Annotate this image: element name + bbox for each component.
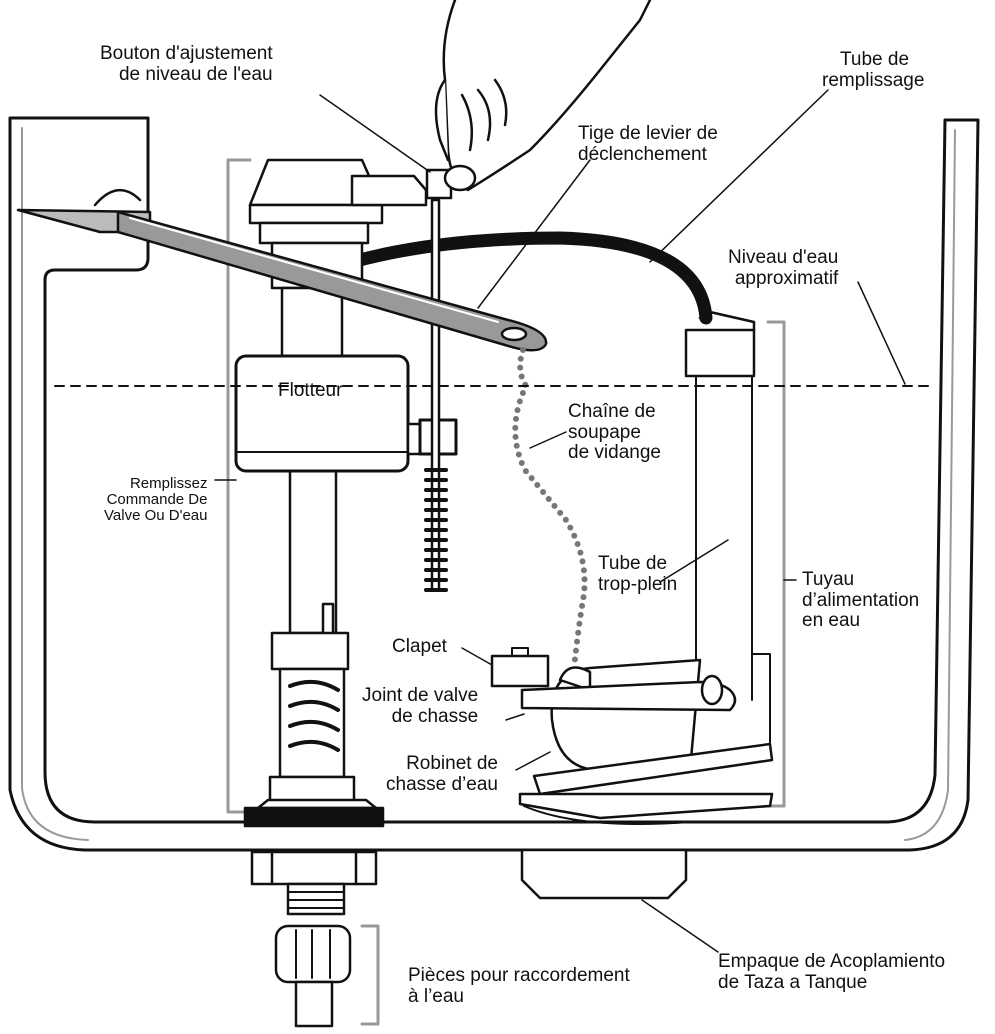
label-trip-lever-rod: Tige de levier de déclenchement <box>578 123 718 165</box>
hand-illustration <box>434 0 652 192</box>
label-flush-valve: Robinet de chasse d’eau <box>386 753 498 795</box>
label-water-supply-pipe: Tuyau d’alimentation en eau <box>802 569 920 632</box>
label-water-connection-parts: Pièces pour raccordement à l’eau <box>408 965 630 1007</box>
supply-fittings <box>250 850 378 1028</box>
leader-lines <box>214 89 906 953</box>
trip-lever-rod <box>116 210 548 352</box>
label-overflow-tube: Tube de trop-plein <box>598 553 678 595</box>
float <box>234 354 458 473</box>
fill-tube <box>345 231 713 325</box>
fill-valve-bracket <box>226 158 252 814</box>
label-tank-to-bowl-gasket: Empaque de Acoplamiento de Taza a Tanque <box>718 951 946 993</box>
tank-outline <box>8 116 980 852</box>
adjustment-rod <box>350 168 453 592</box>
flush-valve-chain <box>512 347 588 671</box>
water-supply-bracket <box>766 320 786 808</box>
label-flapper: Clapet <box>392 636 447 657</box>
tank-to-bowl-gasket <box>520 848 688 900</box>
flush-valve <box>490 647 774 825</box>
label-approx-water-level: Niveau d'eau approximatif <box>728 247 839 289</box>
label-flush-valve-seal: Joint de valve de chasse <box>362 685 479 727</box>
connection-parts-bracket <box>360 924 380 1026</box>
label-float: Flotteur <box>278 380 343 401</box>
label-fill-valve: Remplissez Commande De Valve Ou D'eau <box>104 475 208 525</box>
label-water-level-knob: Bouton d'ajustement de niveau de l'eau <box>100 43 273 85</box>
label-fill-tube: Tube de remplissage <box>822 49 925 91</box>
label-flush-valve-chain: Chaîne de soupape de vidange <box>568 401 661 464</box>
overflow-tube <box>684 310 771 761</box>
